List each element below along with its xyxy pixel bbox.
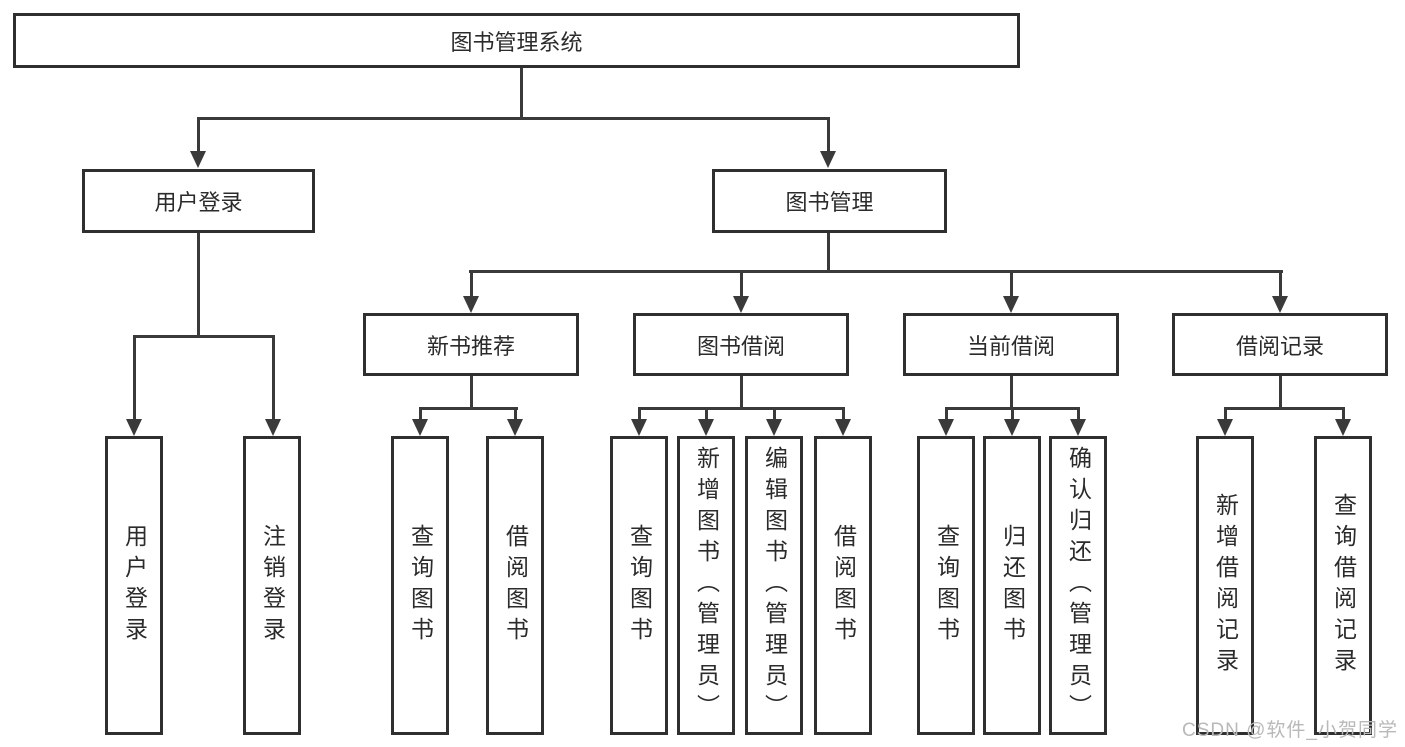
- connector-stem: [419, 407, 422, 421]
- arrowhead-down-icon: [631, 419, 647, 436]
- leaf-label: 新增借阅记录: [1212, 492, 1239, 679]
- arrowhead-down-icon: [1004, 419, 1020, 436]
- leaf-label: 确认归还（管理员）: [1065, 446, 1092, 725]
- node-current-borrowing: 当前借阅: [903, 313, 1119, 376]
- csdn-watermark: CSDN @软件_小贺同学: [1182, 720, 1398, 741]
- connector-stem: [945, 407, 948, 421]
- connector-split: [133, 335, 275, 338]
- node-library-management-system: 图书管理系统: [13, 13, 1020, 68]
- leaf-label: 注销登录: [259, 523, 286, 648]
- arrowhead-down-icon: [265, 419, 281, 436]
- leaf-label: 新增图书（管理员）: [693, 446, 720, 725]
- connector-root-drop: [520, 68, 523, 120]
- connector-drop: [197, 233, 200, 337]
- arrowhead-down-icon: [1272, 296, 1288, 313]
- connector-drop: [470, 376, 473, 409]
- arrowhead-down-icon: [698, 419, 714, 436]
- node-leaf-borrow-books: 借阅图书: [814, 436, 872, 735]
- node-borrowing-records: 借阅记录: [1172, 313, 1388, 376]
- connector-drop: [1279, 376, 1282, 409]
- connector-stem: [705, 407, 708, 421]
- node-leaf-query-books: 查询图书: [917, 436, 975, 735]
- connector-stem: [470, 270, 473, 298]
- leaf-label: 查询借阅记录: [1330, 492, 1357, 679]
- leaf-label: 查询图书: [407, 523, 434, 648]
- connector-stem: [1010, 270, 1013, 298]
- connector-stem: [1011, 407, 1014, 421]
- node-leaf-query-borrow-record: 查询借阅记录: [1314, 436, 1372, 735]
- connector-stem: [1077, 407, 1080, 421]
- connector-stem: [197, 117, 200, 154]
- connector-stem: [514, 407, 517, 421]
- connector-stem: [740, 270, 743, 298]
- arrowhead-down-icon: [463, 296, 479, 313]
- arrowhead-down-icon: [1003, 296, 1019, 313]
- arrowhead-down-icon: [126, 419, 142, 436]
- arrowhead-down-icon: [1217, 419, 1233, 436]
- connector-split: [419, 407, 518, 410]
- node-leaf-query-books: 查询图书: [610, 436, 668, 735]
- node-leaf-edit-book-admin: 编辑图书（管理员）: [745, 436, 803, 735]
- connector-stem: [1279, 270, 1282, 298]
- connector-drop: [740, 376, 743, 409]
- arrowhead-down-icon: [733, 296, 749, 313]
- connector-stem: [272, 335, 275, 421]
- connector-drop: [1010, 376, 1013, 409]
- arrowhead-down-icon: [820, 151, 836, 168]
- node-leaf-return-books: 归还图书: [983, 436, 1041, 735]
- node-leaf-add-borrow-record: 新增借阅记录: [1196, 436, 1254, 735]
- leaf-label: 归还图书: [999, 523, 1026, 648]
- leaf-label: 查询图书: [626, 523, 653, 648]
- arrowhead-down-icon: [190, 151, 206, 168]
- connector-stem: [842, 407, 845, 421]
- connector-stem: [827, 117, 830, 154]
- node-book-management: 图书管理: [712, 169, 947, 233]
- connector-stem: [1342, 407, 1345, 421]
- node-leaf-user-login: 用户登录: [105, 436, 163, 735]
- leaf-label: 编辑图书（管理员）: [761, 446, 788, 725]
- connector-stem: [773, 407, 776, 421]
- node-book-borrowing: 图书借阅: [633, 313, 849, 376]
- connector-split: [1224, 407, 1345, 410]
- leaf-label: 用户登录: [121, 523, 148, 648]
- arrowhead-down-icon: [1335, 419, 1351, 436]
- arrowhead-down-icon: [766, 419, 782, 436]
- node-leaf-logout: 注销登录: [243, 436, 301, 735]
- connector-split: [469, 270, 1283, 273]
- arrowhead-down-icon: [938, 419, 954, 436]
- leaf-label: 借阅图书: [830, 523, 857, 648]
- arrowhead-down-icon: [507, 419, 523, 436]
- connector-stem: [638, 407, 641, 421]
- node-new-book-recommendation: 新书推荐: [363, 313, 579, 376]
- connector-root-split: [197, 117, 830, 120]
- node-leaf-borrow-books: 借阅图书: [486, 436, 544, 735]
- arrowhead-down-icon: [412, 419, 428, 436]
- node-leaf-query-books: 查询图书: [391, 436, 449, 735]
- leaf-label: 借阅图书: [502, 523, 529, 648]
- node-leaf-confirm-return-admin: 确认归还（管理员）: [1049, 436, 1107, 735]
- connector-stem: [1224, 407, 1227, 421]
- node-user-login: 用户登录: [82, 169, 315, 233]
- arrowhead-down-icon: [835, 419, 851, 436]
- connector-stem: [133, 335, 136, 421]
- connector-drop: [827, 233, 830, 272]
- node-leaf-add-book-admin: 新增图书（管理员）: [677, 436, 735, 735]
- connector-split: [638, 407, 845, 410]
- leaf-label: 查询图书: [933, 523, 960, 648]
- arrowhead-down-icon: [1070, 419, 1086, 436]
